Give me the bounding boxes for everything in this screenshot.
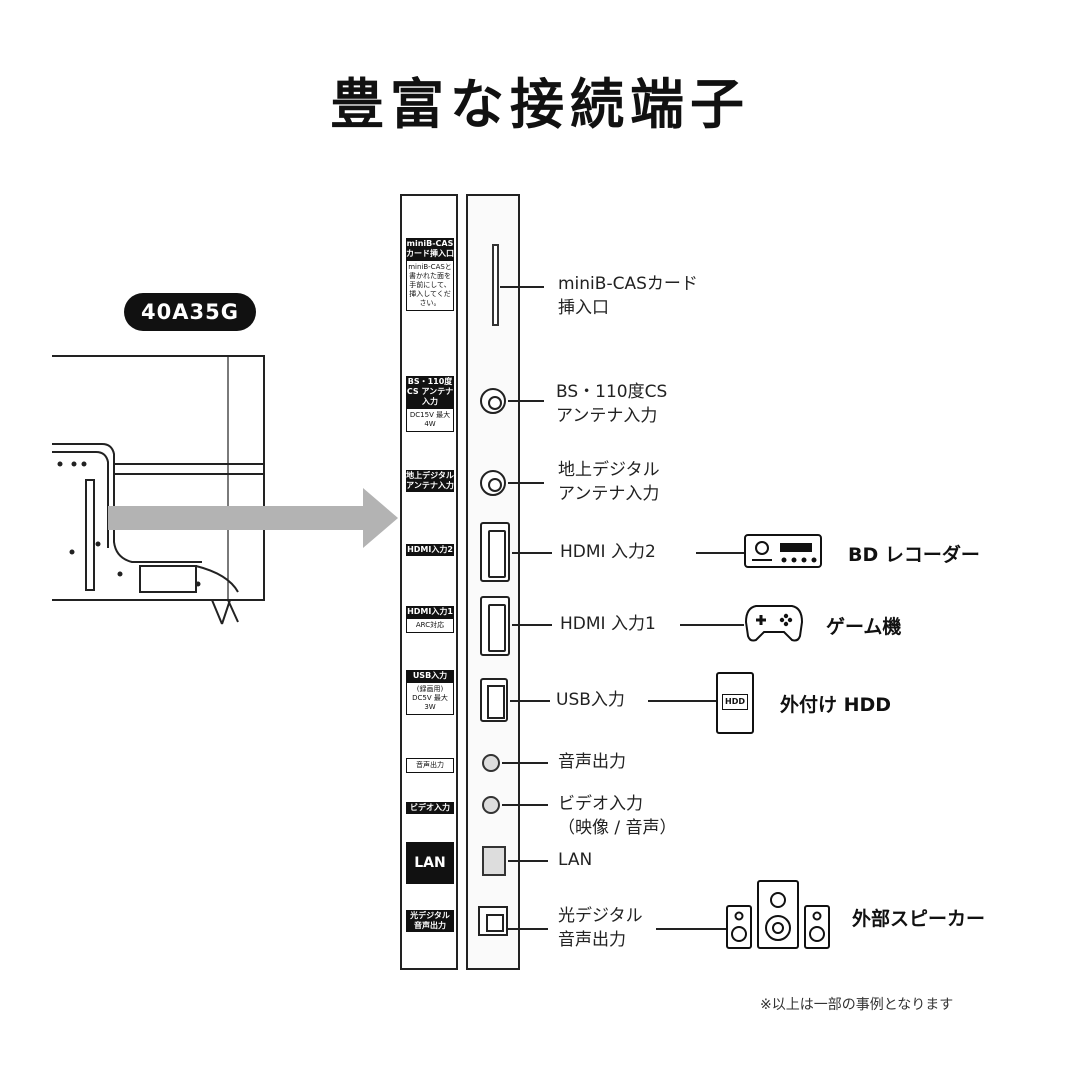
hdd-icon-text: HDD xyxy=(722,694,748,710)
line-video-in xyxy=(502,804,548,806)
port-label-audio-out: 音声出力 xyxy=(558,752,626,772)
label-hdmi2-head: HDMI入力2 xyxy=(406,544,454,556)
line-audio-out xyxy=(502,762,548,764)
label-usb-head: USB入力 xyxy=(406,670,454,682)
line-lan xyxy=(508,860,548,862)
port-label-minib-cas-l1: miniB-CASカード xyxy=(558,274,698,294)
line-usb-b xyxy=(648,700,716,702)
hdd-icon: HDD xyxy=(716,672,754,734)
device-label-bd-recorder: BD レコーダー xyxy=(848,544,980,566)
minib-cas-slot[interactable] xyxy=(492,244,499,326)
port-label-minib-cas-l2: 挿入口 xyxy=(558,298,609,318)
device-label-speaker: 外部スピーカー xyxy=(852,908,986,930)
label-hdmi1-head: HDMI入力1 xyxy=(406,606,454,618)
label-optical: 光デジタル 音声出力 xyxy=(406,910,454,932)
gamepad-icon xyxy=(744,605,804,642)
label-hdmi1-body: ARC対応 xyxy=(406,618,454,633)
hdmi2-port[interactable] xyxy=(480,522,510,582)
line-bs-cs xyxy=(508,400,544,402)
port-label-bs-cs-l2: アンテナ入力 xyxy=(556,406,658,426)
optical-audio-port[interactable] xyxy=(478,906,508,936)
label-minib-cas: miniB-CAS カード挿入口 miniB-CASと書かれた面を手前にして、挿… xyxy=(406,238,454,311)
label-terrestrial: 地上デジタル アンテナ入力 xyxy=(406,470,454,492)
port-label-lan: LAN xyxy=(558,850,593,870)
model-badge: 40A35G xyxy=(124,293,256,331)
label-video-in-head: ビデオ入力 xyxy=(406,802,454,814)
label-video-in: ビデオ入力 xyxy=(406,802,454,814)
label-hdmi1: HDMI入力1 ARC対応 xyxy=(406,606,454,633)
line-usb-a xyxy=(510,700,550,702)
port-label-terrestrial-l1: 地上デジタル xyxy=(558,460,660,480)
label-hdmi2: HDMI入力2 xyxy=(406,544,454,556)
label-optical-head: 光デジタル 音声出力 xyxy=(406,910,454,932)
lan-port[interactable] xyxy=(482,846,506,876)
footnote: ※以上は一部の事例となります xyxy=(760,997,954,1013)
port-label-hdmi1: HDMI 入力1 xyxy=(560,614,656,634)
line-optical-b xyxy=(656,928,726,930)
port-label-bs-cs: BS・110度CS アンテナ入力 xyxy=(556,380,667,428)
port-label-terrestrial: 地上デジタル アンテナ入力 xyxy=(558,458,660,506)
label-terrestrial-head: 地上デジタル アンテナ入力 xyxy=(406,470,454,492)
line-terrestrial xyxy=(508,482,544,484)
port-label-panel: miniB-CAS カード挿入口 miniB-CASと書かれた面を手前にして、挿… xyxy=(400,194,458,970)
tv-rear-illustration xyxy=(52,355,265,625)
label-audio-out-text: 音声出力 xyxy=(406,758,454,773)
page-title: 豊富な接続端子 xyxy=(330,73,750,136)
device-label-game: ゲーム機 xyxy=(826,616,902,638)
device-label-hdd: 外付け HDD xyxy=(780,694,892,716)
line-optical-a xyxy=(508,928,548,930)
label-usb-body: (録画用) DC5V 最大3W xyxy=(406,682,454,715)
label-bs-cs: BS・110度CS アンテナ入力 DC15V 最大4W xyxy=(406,376,454,432)
label-minib-cas-body: miniB-CASと書かれた面を手前にして、挿入してください。 xyxy=(406,260,454,311)
port-label-video-in-l1: ビデオ入力 xyxy=(558,794,643,814)
port-label-hdmi2: HDMI 入力2 xyxy=(560,542,656,562)
port-label-minib-cas: miniB-CASカード 挿入口 xyxy=(558,272,698,320)
port-label-usb: USB入力 xyxy=(556,690,625,710)
bs-cs-antenna-port[interactable] xyxy=(480,388,506,414)
line-hdmi1-a xyxy=(512,624,552,626)
port-label-bs-cs-l1: BS・110度CS xyxy=(556,382,668,402)
bd-recorder-icon xyxy=(744,534,822,568)
port-label-video-in-l2: （映像 / 音声） xyxy=(558,818,677,838)
label-bs-cs-head: BS・110度CS アンテナ入力 xyxy=(406,376,454,408)
line-hdmi2-a xyxy=(512,552,552,554)
video-in-jack[interactable] xyxy=(482,796,500,814)
label-usb: USB入力 (録画用) DC5V 最大3W xyxy=(406,670,454,715)
usb-port[interactable] xyxy=(480,678,508,722)
speaker-icon xyxy=(726,880,830,949)
pointer-arrow xyxy=(108,488,398,548)
label-audio-out: 音声出力 xyxy=(406,758,454,773)
label-minib-cas-head: miniB-CAS カード挿入口 xyxy=(406,238,454,260)
line-hdmi1-b xyxy=(680,624,744,626)
port-label-terrestrial-l2: アンテナ入力 xyxy=(558,484,660,504)
label-lan: LAN xyxy=(406,842,454,884)
audio-out-jack[interactable] xyxy=(482,754,500,772)
line-minib-cas xyxy=(500,286,544,288)
port-label-video-in: ビデオ入力 （映像 / 音声） xyxy=(558,792,677,840)
terrestrial-antenna-port[interactable] xyxy=(480,470,506,496)
label-bs-cs-body: DC15V 最大4W xyxy=(406,408,454,432)
port-label-optical-l2: 音声出力 xyxy=(558,930,626,950)
port-label-optical-l1: 光デジタル xyxy=(558,906,643,926)
hdmi1-port[interactable] xyxy=(480,596,510,656)
line-hdmi2-b xyxy=(696,552,744,554)
port-label-optical: 光デジタル 音声出力 xyxy=(558,904,643,952)
